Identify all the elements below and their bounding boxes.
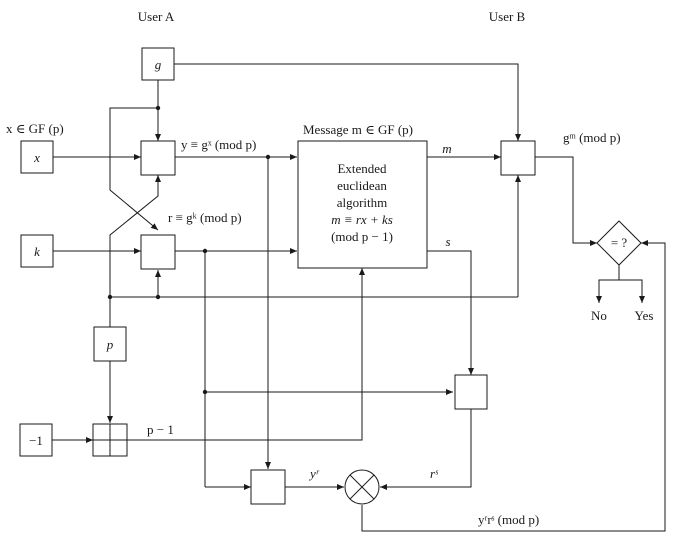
user-a-header: User A: [138, 9, 175, 24]
exp-box-y: [140, 140, 176, 176]
input-x-box: x: [20, 140, 54, 174]
compare-label: = ?: [611, 235, 628, 250]
input-p-box: p: [93, 326, 127, 362]
label-r-eq: r ≡ gᵏ (mod p): [168, 210, 242, 225]
input-g-box: g: [141, 47, 175, 81]
compare-decision: = ?: [596, 220, 642, 266]
label-r-s: rˢ: [430, 466, 439, 481]
exp-box-yr: [250, 469, 286, 505]
algorithm-line-2: euclidean: [337, 178, 387, 193]
exp-box-rs: [454, 374, 488, 410]
exp-box-r: [140, 234, 176, 270]
exp-box-gm: [500, 140, 536, 176]
input-minus-one-label: −1: [29, 433, 43, 448]
algorithm-line-3: algorithm: [337, 195, 388, 210]
label-yr-rs: yʳrˢ (mod p): [478, 512, 539, 527]
outcome-yes: Yes: [635, 308, 654, 323]
algorithm-line-5: (mod p − 1): [331, 229, 393, 244]
label-x-domain: x ∈ GF (p): [6, 121, 64, 136]
input-x-label: x: [33, 150, 40, 165]
algorithm-block: Extended euclidean algorithm m ≡ rx + ks…: [297, 140, 428, 269]
input-p-label: p: [106, 337, 114, 352]
label-p-minus-1: p − 1: [147, 422, 174, 437]
label-s: s: [445, 234, 450, 249]
label-g-m: gᵐ (mod p): [563, 130, 621, 145]
user-b-header: User B: [489, 9, 526, 24]
outcome-no: No: [591, 308, 607, 323]
connections: [52, 63, 666, 532]
input-k-label: k: [34, 244, 40, 259]
input-g-label: g: [155, 57, 162, 72]
algorithm-line-4: m ≡ rx + ks: [331, 212, 393, 227]
input-k-box: k: [20, 234, 54, 268]
algorithm-line-1: Extended: [337, 161, 387, 176]
input-minus-one-box: −1: [19, 423, 53, 457]
label-m: m: [442, 141, 451, 156]
label-message: Message m ∈ GF (p): [303, 122, 413, 137]
label-y-eq: y ≡ gˣ (mod p): [181, 137, 256, 152]
junction-dots: [107, 105, 271, 395]
adder-box: [92, 423, 128, 457]
multiplier-node: [344, 469, 380, 505]
label-y-r: yʳ: [308, 466, 320, 481]
